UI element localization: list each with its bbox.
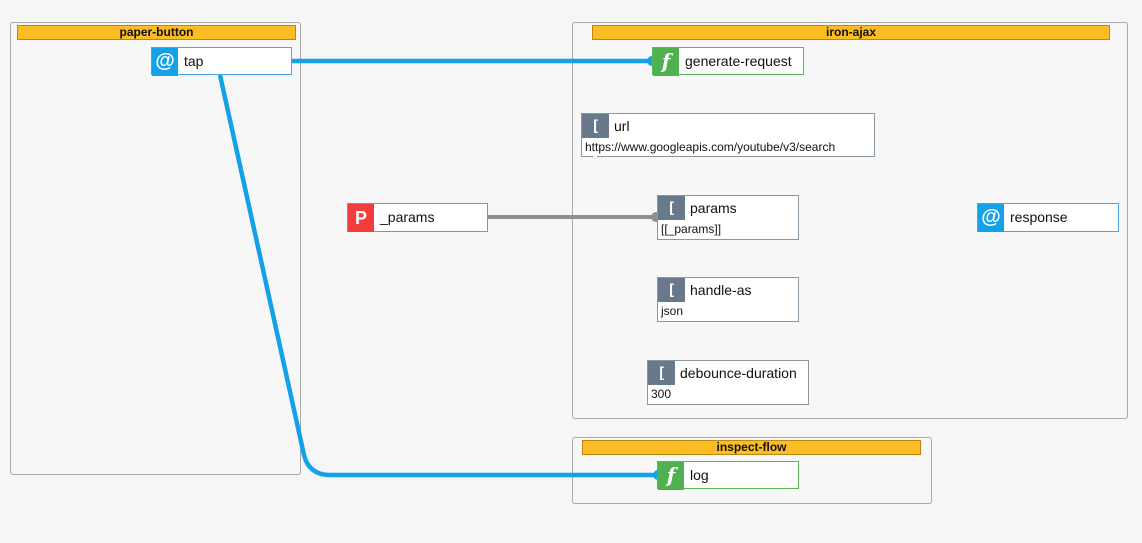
node-params-property[interactable]: P _params — [347, 203, 488, 232]
node-handle-as-attribute[interactable]: [ ] handle-as json — [657, 277, 799, 323]
node-label: params — [690, 200, 737, 216]
attribute-value[interactable]: https://www.googleapis.com/youtube/v3/se… — [585, 140, 836, 154]
attribute-icon: [ ] — [658, 278, 685, 323]
node-debounce-duration-attribute[interactable]: [ ] debounce-duration 300 — [647, 360, 809, 406]
node-label: url — [614, 118, 630, 134]
attribute-value[interactable]: [[_params]] — [661, 222, 722, 236]
node-generate-request[interactable]: f generate-request — [652, 47, 804, 76]
property-icon: P — [348, 204, 374, 232]
attribute-icon: [ ] — [582, 114, 609, 159]
node-label: _params — [380, 209, 435, 225]
attribute-icon: [ ] — [658, 196, 685, 241]
function-icon: f — [653, 48, 679, 76]
node-label: handle-as — [690, 282, 752, 298]
node-label: debounce-duration — [680, 365, 797, 381]
group-title-inspect-flow: inspect-flow — [582, 440, 921, 455]
group-paper-button[interactable]: paper-button — [10, 22, 301, 475]
node-label: generate-request — [685, 53, 792, 69]
wire-tap-to-log[interactable] — [217, 74, 658, 478]
attribute-icon: [ ] — [648, 361, 675, 406]
node-label: response — [1010, 209, 1068, 225]
node-response-event[interactable]: @ response — [977, 203, 1119, 232]
group-title-iron-ajax: iron-ajax — [592, 25, 1110, 40]
node-label: tap — [184, 53, 204, 69]
group-title-paper-button: paper-button — [17, 25, 296, 40]
attribute-value[interactable]: 300 — [651, 387, 672, 401]
attribute-value[interactable]: json — [661, 304, 684, 318]
node-tap-event[interactable]: @ tap — [151, 47, 292, 76]
function-icon: f — [658, 462, 684, 490]
node-url-attribute[interactable]: [ ] url https://www.googleapis.com/youtu… — [581, 113, 875, 159]
at-icon: @ — [152, 48, 178, 76]
node-label: log — [690, 467, 709, 483]
node-log-function[interactable]: f log — [657, 461, 799, 490]
at-icon: @ — [978, 204, 1004, 232]
node-params-attribute[interactable]: [ ] params [[_params]] — [657, 195, 799, 241]
